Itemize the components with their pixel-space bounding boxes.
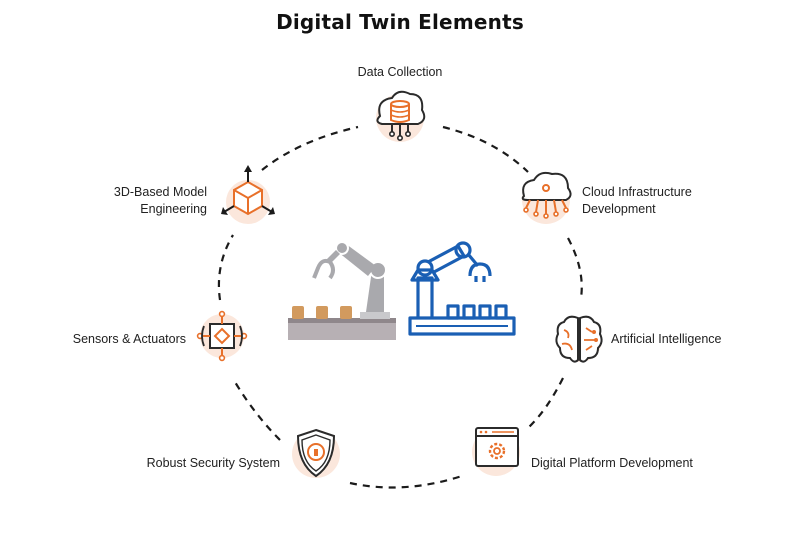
cloud-network-icon [521, 171, 572, 224]
label-data-collection: Data Collection [357, 65, 443, 79]
diagram-title: Digital Twin Elements [276, 10, 524, 34]
ring-arc-top-right [442, 125, 529, 173]
brain-circuit-icon [555, 315, 603, 363]
shield-lock-icon [292, 428, 340, 478]
sensor-chip-icon [196, 310, 248, 362]
label-artificial-intelligence: Artificial Intelligence [611, 332, 722, 346]
dashed-ring [217, 125, 583, 489]
ring-arc-bottom-left [234, 381, 281, 441]
label-3d-model: 3D-Based Model Engineering [80, 184, 207, 218]
gray-robot-arm-icon [288, 241, 396, 340]
ring-arc-right-upper [567, 237, 583, 299]
label-sensors-actuators: Sensors & Actuators [72, 332, 186, 346]
label-3d-model-line1: 3D-Based Model [113, 185, 207, 199]
ring-arc-left [217, 234, 234, 301]
ring-arc-top-left [261, 125, 359, 171]
browser-gear-icon [472, 427, 520, 476]
label-cloud-infrastructure: Cloud Infrastructure Development [582, 184, 692, 218]
label-cloud-infrastructure-line1: Cloud Infrastructure [582, 185, 692, 199]
database-cloud-icon [376, 90, 426, 142]
label-robust-security: Robust Security System [146, 456, 280, 470]
label-cloud-infrastructure-line2: Development [582, 202, 656, 216]
blue-robot-arm-icon [408, 241, 516, 336]
3d-cube-icon [221, 165, 275, 224]
label-3d-model-line2: Engineering [140, 202, 207, 216]
ring-arc-right-lower [527, 377, 564, 429]
label-digital-platform: Digital Platform Development [531, 456, 693, 470]
ring-arc-bottom [349, 473, 466, 489]
